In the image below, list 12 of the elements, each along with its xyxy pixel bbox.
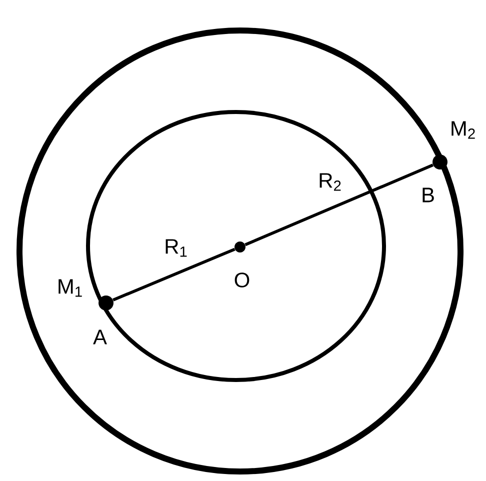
point-label: M$_{1}$: [58, 279, 82, 297]
point-label: B: [422, 188, 434, 202]
point-label: O: [234, 272, 250, 288]
point-dot: [98, 296, 114, 310]
point-label: M$_{2}$: [452, 121, 475, 139]
segment-label: R$_{1}$: [163, 238, 189, 258]
line-segment: [112, 248, 236, 302]
line-segment: [244, 164, 434, 246]
point-label: A: [93, 330, 107, 344]
point-dot: [234, 242, 246, 252]
point-dot: [432, 154, 448, 170]
segment-label: R$_{2}$: [317, 172, 343, 192]
